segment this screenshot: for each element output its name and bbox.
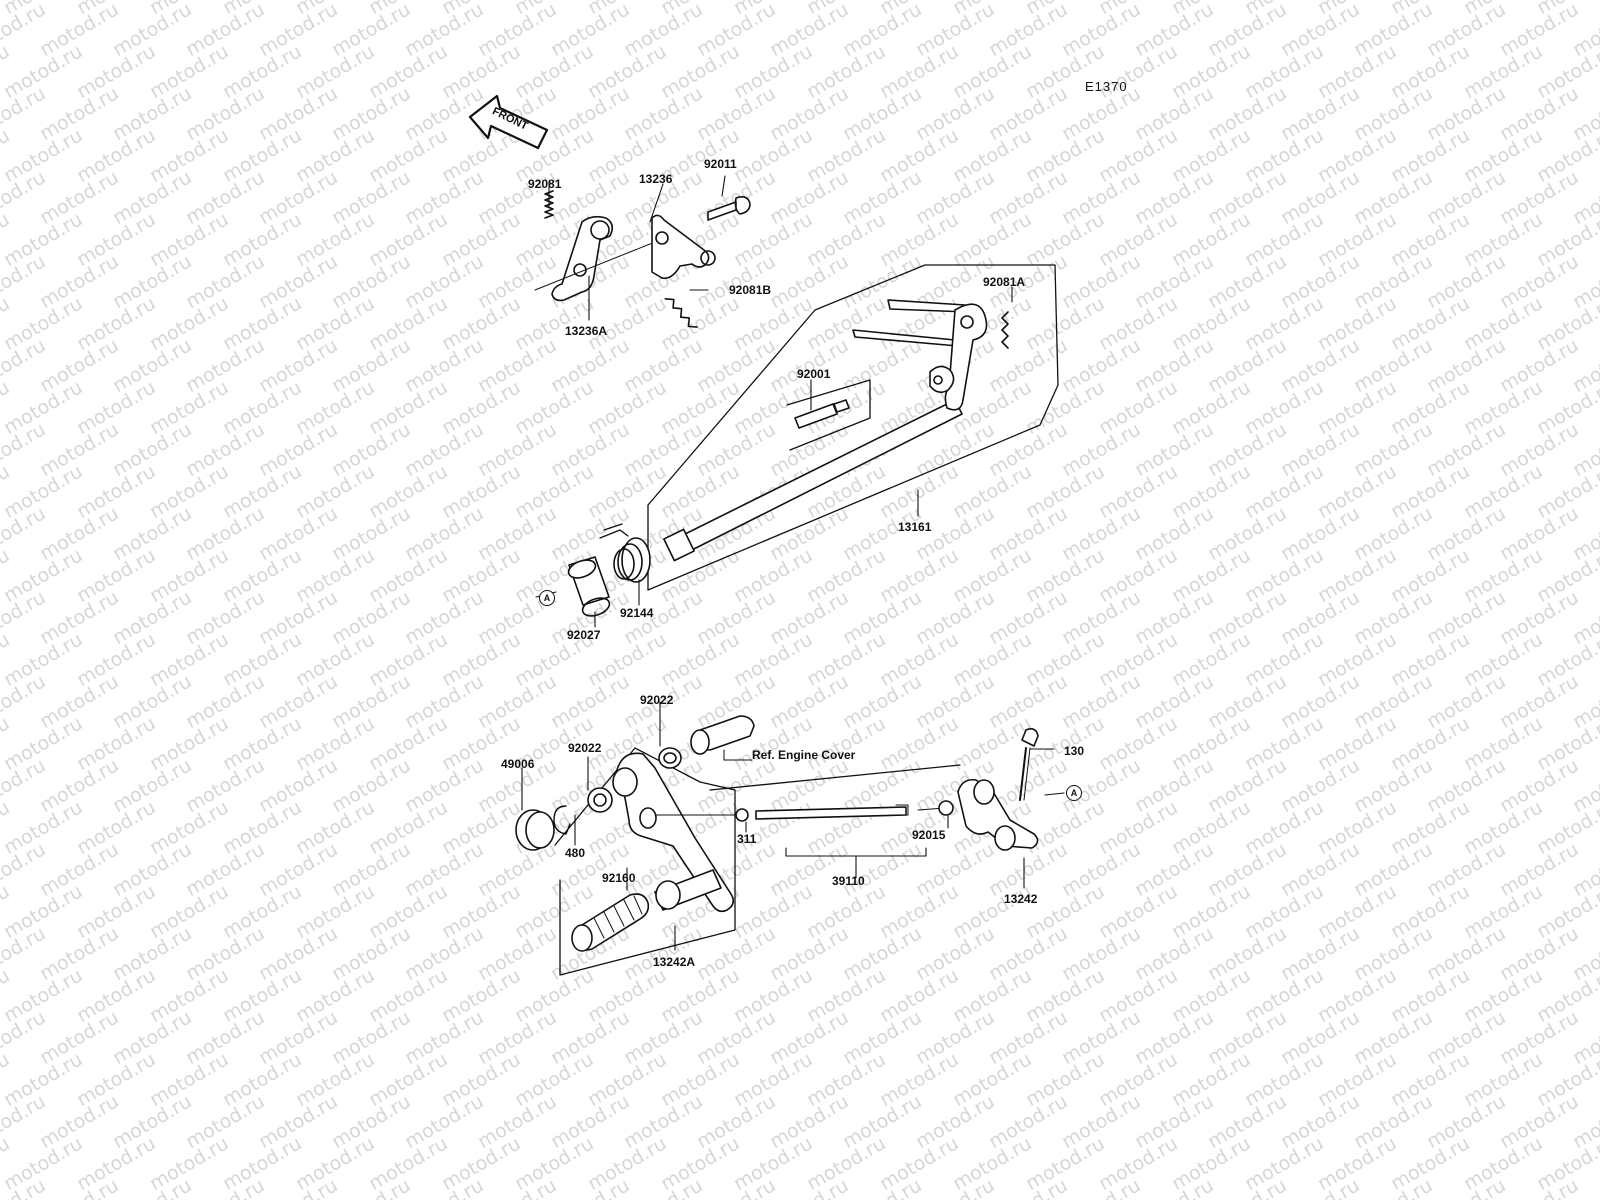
arm-13236A	[551, 215, 614, 302]
part-label-92144: 92144	[620, 606, 654, 620]
shift-pedal-assembly	[515, 715, 1039, 976]
part-label-92160: 92160	[602, 871, 636, 885]
bolt-130	[1021, 728, 1039, 747]
part-label-ref-engine-cover: Ref. Engine Cover	[752, 748, 856, 762]
part-label-92001: 92001	[797, 367, 831, 381]
bolt-92011	[707, 196, 751, 221]
part-label-13236a: 13236A	[565, 324, 608, 338]
return-spring-and-collar	[535, 523, 651, 617]
nut-92015	[938, 800, 954, 816]
part-label-13236: 13236	[639, 172, 673, 186]
part-label-13242a: 13242A	[653, 955, 696, 969]
part-label-92022: 92022	[568, 741, 602, 755]
part-label-39110: 39110	[832, 874, 865, 888]
pedal-13242A	[616, 752, 735, 913]
part-label-13242: 13242	[1004, 892, 1038, 906]
part-label-130: 130	[1064, 744, 1085, 758]
washer-92022-top	[658, 747, 682, 769]
part-label-92022-top: 92022	[640, 693, 674, 707]
spring-92081B	[664, 297, 698, 328]
part-label-92081b: 92081B	[729, 283, 772, 297]
bolt-92001	[794, 403, 838, 429]
washer-92022	[587, 787, 613, 813]
spring-92081A	[1001, 311, 1009, 349]
part-label-92015: 92015	[912, 828, 946, 842]
shift-shaft-assembly	[647, 264, 1059, 591]
diagram-code: E1370	[1085, 79, 1128, 94]
reference-marker-a-upper: A	[539, 590, 555, 606]
front-arrow-icon	[468, 94, 549, 150]
reference-marker-a-lower: A	[1066, 785, 1082, 801]
nut-311	[735, 808, 749, 822]
part-label-480: 480	[565, 846, 586, 860]
part-label-92011: 92011	[704, 157, 737, 171]
part-label-13161: 13161	[898, 520, 932, 534]
leader-lines	[521, 175, 1065, 951]
rod-39110	[755, 806, 907, 820]
part-label-92081a: 92081A	[983, 275, 1026, 289]
part-label-92081: 92081	[528, 177, 562, 191]
circlip-480	[553, 805, 571, 835]
arm-13236	[651, 214, 710, 280]
part-label-92027: 92027	[567, 628, 601, 642]
part-label-49006: 49006	[501, 757, 535, 771]
shift-arm-assembly	[534, 181, 751, 328]
part-label-311: 311	[737, 832, 757, 846]
